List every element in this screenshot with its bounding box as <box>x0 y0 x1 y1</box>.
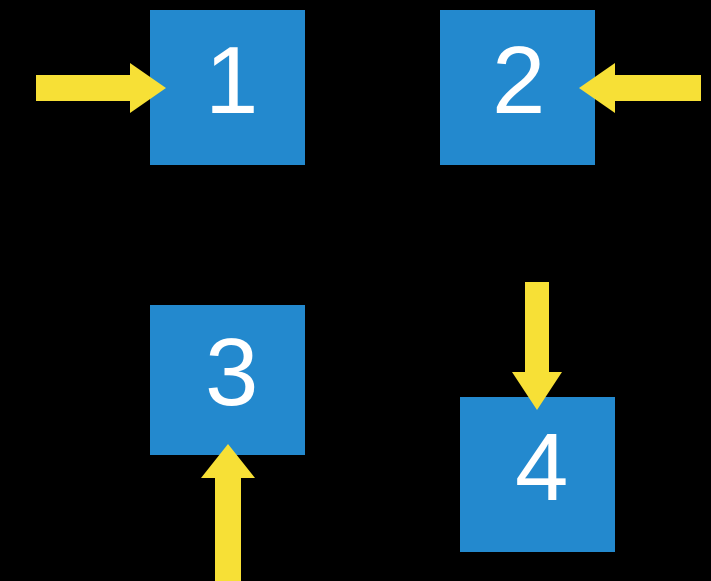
node-label-3: 3 <box>205 319 259 426</box>
node-box-4[interactable] <box>460 397 615 552</box>
arrow-into-box-2 <box>579 63 701 113</box>
node-label-1: 1 <box>205 27 259 134</box>
node-box-1[interactable] <box>150 10 305 165</box>
node-label-2: 2 <box>492 27 546 134</box>
arrow-into-box-3 <box>201 444 255 581</box>
arrow-into-box-1 <box>36 63 166 113</box>
node-box-2[interactable] <box>440 10 595 165</box>
node-label-4: 4 <box>515 414 569 521</box>
arrow-into-box-4 <box>512 282 562 410</box>
node-box-3[interactable] <box>150 305 305 455</box>
